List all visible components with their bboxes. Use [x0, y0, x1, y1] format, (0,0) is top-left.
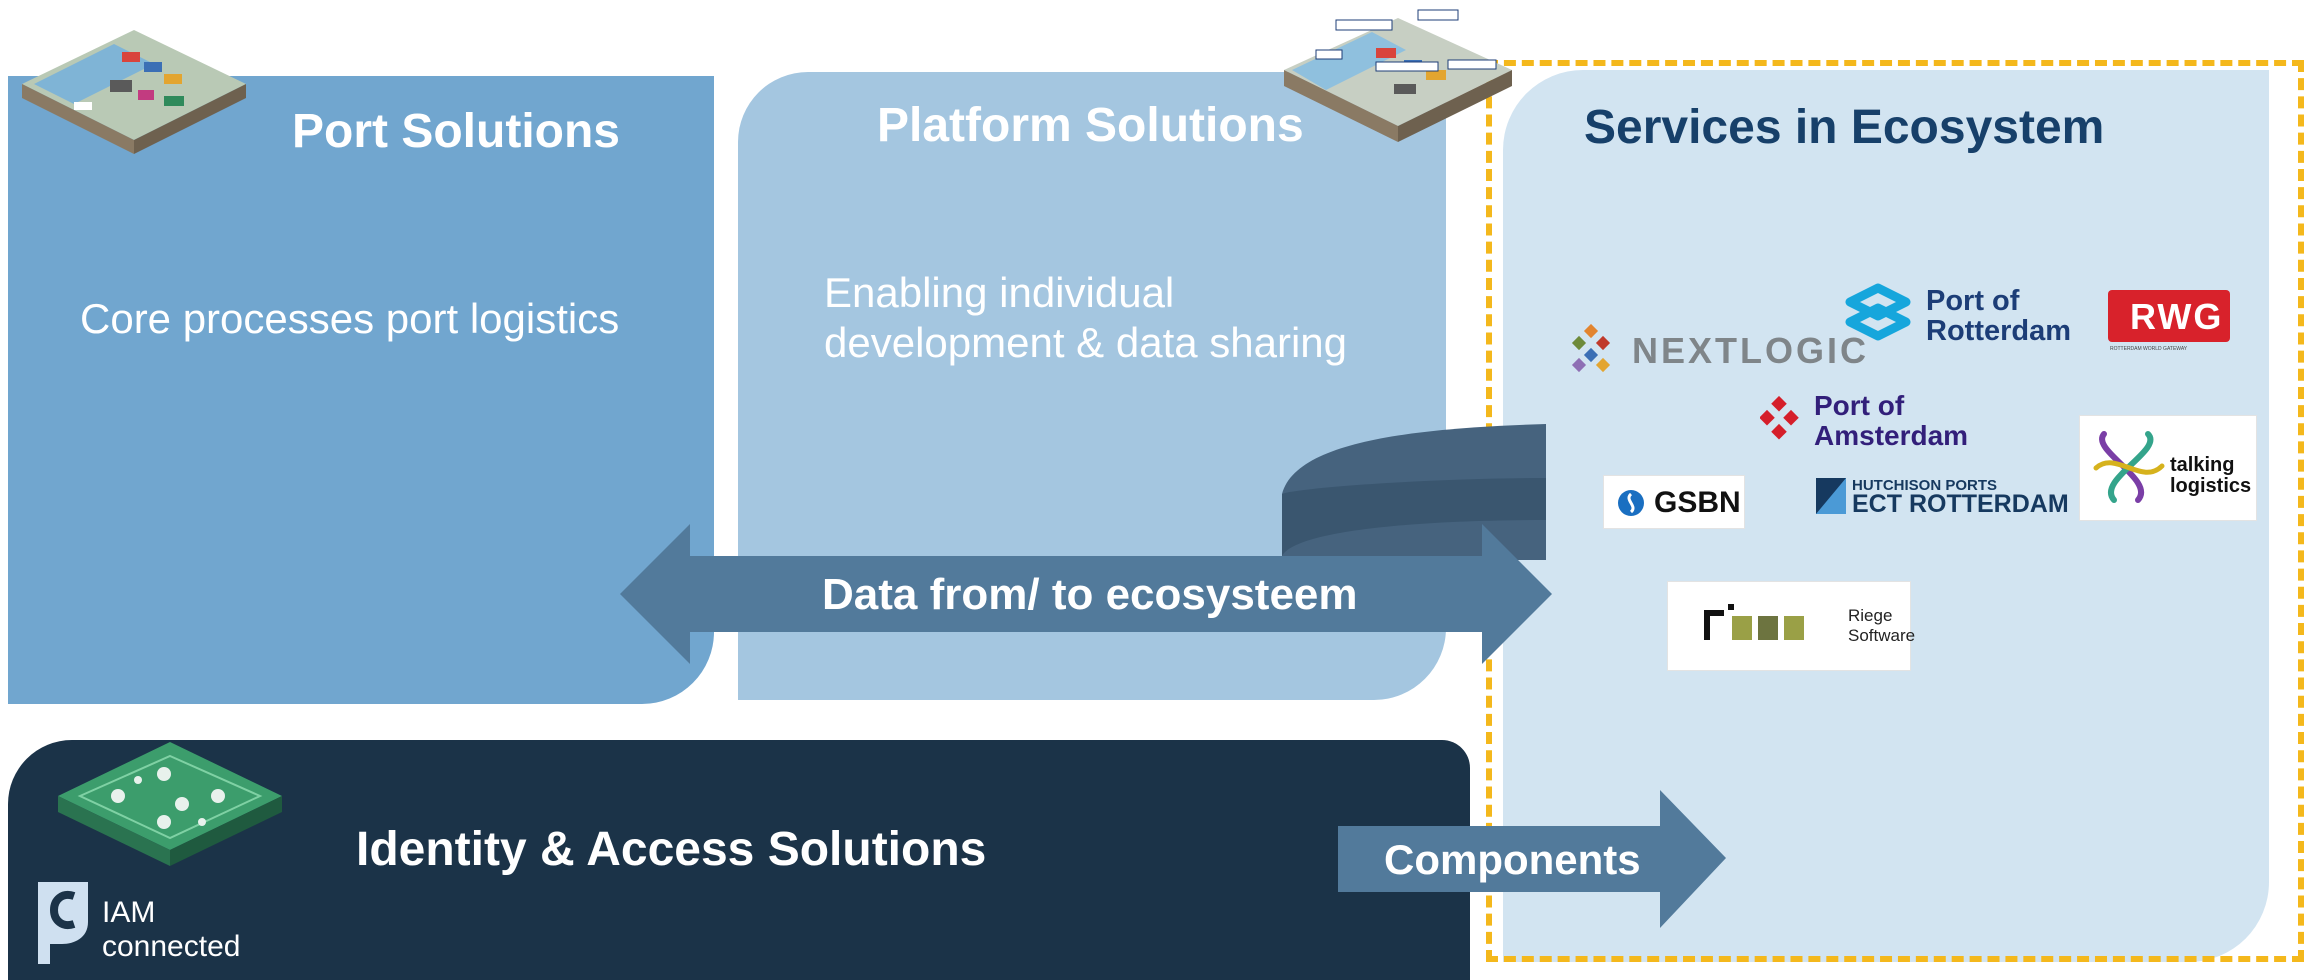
- port-of-amsterdam-mark-icon: [1760, 396, 1799, 440]
- platform-solutions-title: Platform Solutions: [877, 99, 1304, 152]
- rwg-tagline: ROTTERDAM WORLD GATEWAY: [2110, 346, 2188, 352]
- gsbn-mark-icon: [1618, 490, 1644, 516]
- platform-map-illustration: [1284, 9, 1512, 142]
- identity-access-title: Identity & Access Solutions: [356, 823, 987, 876]
- port-of-amsterdam-logo: Port of Amsterdam: [1814, 390, 1969, 451]
- port-of-rotterdam-logo: Port of Rotterdam: [1926, 285, 2072, 347]
- rwg-logo-box: [2108, 290, 2230, 342]
- gsbn-logo: GSBN: [1654, 486, 1741, 519]
- talking-logistics-logo-box: [2080, 416, 2256, 520]
- riege-mark-icon: [1704, 604, 1804, 640]
- talking-logistics-logo: talking logistics: [2170, 454, 2252, 497]
- ect-rotterdam-logo: ECT ROTTERDAM: [1852, 490, 2069, 518]
- components-arrow-label: Components: [1384, 836, 1641, 883]
- data-arrow-label: Data from/ to ecosysteem: [822, 570, 1358, 619]
- services-ecosystem-title: Services in Ecosystem: [1584, 101, 2105, 154]
- nextlogic-logo: NEXTLOGIC: [1632, 330, 1870, 371]
- iam-connected-logo: IAM connected: [102, 896, 241, 963]
- port-solutions-description: Core processes port logistics: [80, 295, 620, 342]
- ect-mark-icon: [1816, 478, 1846, 514]
- port-of-rotterdam-mark-icon: [1845, 283, 1911, 341]
- platform-solutions-description: Enabling individual development & data s…: [824, 269, 1348, 366]
- riege-software-logo: Riege Software: [1848, 606, 1916, 645]
- port-map-illustration: [22, 30, 246, 154]
- nextlogic-mark-icon: [1571, 324, 1611, 373]
- identity-access-panel: [8, 740, 1470, 980]
- iam-circuit-illustration: [58, 742, 282, 866]
- hutchison-ports-label: HUTCHISON PORTS: [1852, 477, 1998, 494]
- iam-connected-mark-icon: [38, 882, 88, 964]
- port-solutions-panel: [8, 76, 714, 704]
- port-solutions-title: Port Solutions: [292, 105, 620, 158]
- talking-logistics-mark-icon: [2093, 431, 2165, 503]
- rwg-logo: RWG: [2130, 296, 2224, 337]
